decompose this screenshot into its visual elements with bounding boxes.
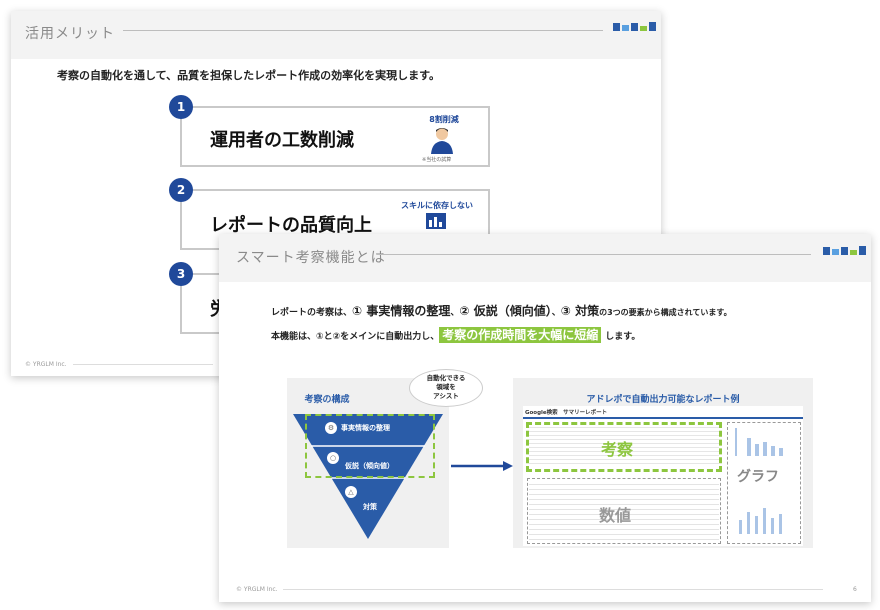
triangle-item-3: 対策 <box>363 503 377 511</box>
panel-title: 考察の構成 <box>304 395 350 405</box>
footer-copyright: © YRGLM Inc. <box>25 361 67 368</box>
slide-body: レポートの考察は、① 事実情報の整理、② 仮説（傾向値）、③ 対策の3つの要素か… <box>219 282 871 587</box>
header-rule <box>377 254 811 255</box>
gear-icon: ⚙ <box>325 422 337 434</box>
report-text-lines <box>529 424 719 464</box>
benefit-title: レポートの品質向上 <box>210 215 372 236</box>
slide-title: 活用メリット <box>25 26 115 42</box>
label-numbers: 数値 <box>599 506 632 525</box>
footer-rule <box>73 364 213 365</box>
numbers-area <box>527 478 721 544</box>
benefit-badge: 8割削減 <box>429 115 459 124</box>
highlight-text: 考察の作成時間を大幅に短縮 <box>439 327 602 343</box>
arrow-right-icon <box>451 461 513 471</box>
report-header-rule <box>523 417 803 419</box>
bubble-text: 自動化できる 領域を アシスト <box>426 374 466 400</box>
benefit-card-1: 運用者の工数削減 8割削減 ※当社の試算 <box>180 106 490 167</box>
page-number: 6 <box>853 586 857 593</box>
intro-suffix: の3つの要素から構成されています。 <box>599 308 732 317</box>
graph-area <box>727 422 801 544</box>
header-rule <box>123 30 603 31</box>
label-insight: 考察 <box>601 440 634 459</box>
report-preview: Google検索 サマリーレポート 考察 数値 <box>523 406 803 546</box>
slide-title: スマート考察機能とは <box>236 250 386 266</box>
report-table <box>529 480 719 542</box>
report-header: Google検索 サマリーレポート <box>525 410 608 416</box>
element-1: ① 事実情報の整理 <box>352 304 451 318</box>
automation-area <box>305 414 435 478</box>
footer-copyright: © YRGLM Inc. <box>236 586 278 593</box>
report-example-panel: アドレポで自動出力可能なレポート例 Google検索 サマリーレポート 考察 数… <box>513 378 813 548</box>
slide-header: スマート考察機能とは <box>219 234 871 282</box>
assist-bubble: 自動化できる 領域を アシスト <box>409 369 483 407</box>
lightbulb-icon: ○ <box>327 452 339 464</box>
triangle-item-2: 仮説（傾向値） <box>345 462 394 470</box>
number-badge-2: 2 <box>169 178 193 202</box>
structure-panel: 考察の構成 ⚙ 事実情報の整理 ○ 仮説（傾向値） △ 対策 <box>287 378 449 548</box>
company-logo <box>823 246 866 255</box>
label-graph: グラフ <box>737 469 779 485</box>
triangle-item-1: 事実情報の整理 <box>341 424 390 432</box>
element-2: ② 仮説（傾向値） <box>459 304 552 318</box>
benefit-title: 運用者の工数削減 <box>210 130 354 151</box>
slide-header: 活用メリット <box>11 11 661 59</box>
footer-rule <box>283 589 823 590</box>
bar-chart-icon <box>426 213 446 229</box>
report-graphs <box>735 428 783 534</box>
number-badge-1: 1 <box>169 95 193 119</box>
intro-line-1: レポートの考察は、① 事実情報の整理、② 仮説（傾向値）、③ 対策の3つの要素か… <box>271 302 732 319</box>
intro-prefix: レポートの考察は、 <box>271 308 353 318</box>
company-logo <box>613 22 656 31</box>
intro-suffix: します。 <box>605 332 641 342</box>
intro-line-2: 本機能は、①と②をメインに自動出力し、考察の作成時間を大幅に短縮します。 <box>271 326 640 343</box>
panel-title: アドレポで自動出力可能なレポート例 <box>586 395 740 405</box>
warning-icon: △ <box>345 486 357 498</box>
benefit-badge: スキルに依存しない <box>401 201 473 210</box>
element-3: ③ 対策 <box>560 304 600 318</box>
person-icon <box>431 128 453 154</box>
slide-smart-insight: スマート考察機能とは レポートの考察は、① 事実情報の整理、② 仮説（傾向値）、… <box>219 234 871 602</box>
separator: 、 <box>450 308 460 318</box>
number-badge-3: 3 <box>169 262 193 286</box>
lead-text: 考察の自動化を通して、品質を担保したレポート作成の効率化を実現します。 <box>57 69 441 82</box>
intro-prefix: 本機能は、①と②をメインに自動出力し、 <box>271 332 440 342</box>
benefit-note: ※当社の試算 <box>422 157 452 163</box>
separator: 、 <box>551 308 561 318</box>
insight-area <box>526 422 722 472</box>
